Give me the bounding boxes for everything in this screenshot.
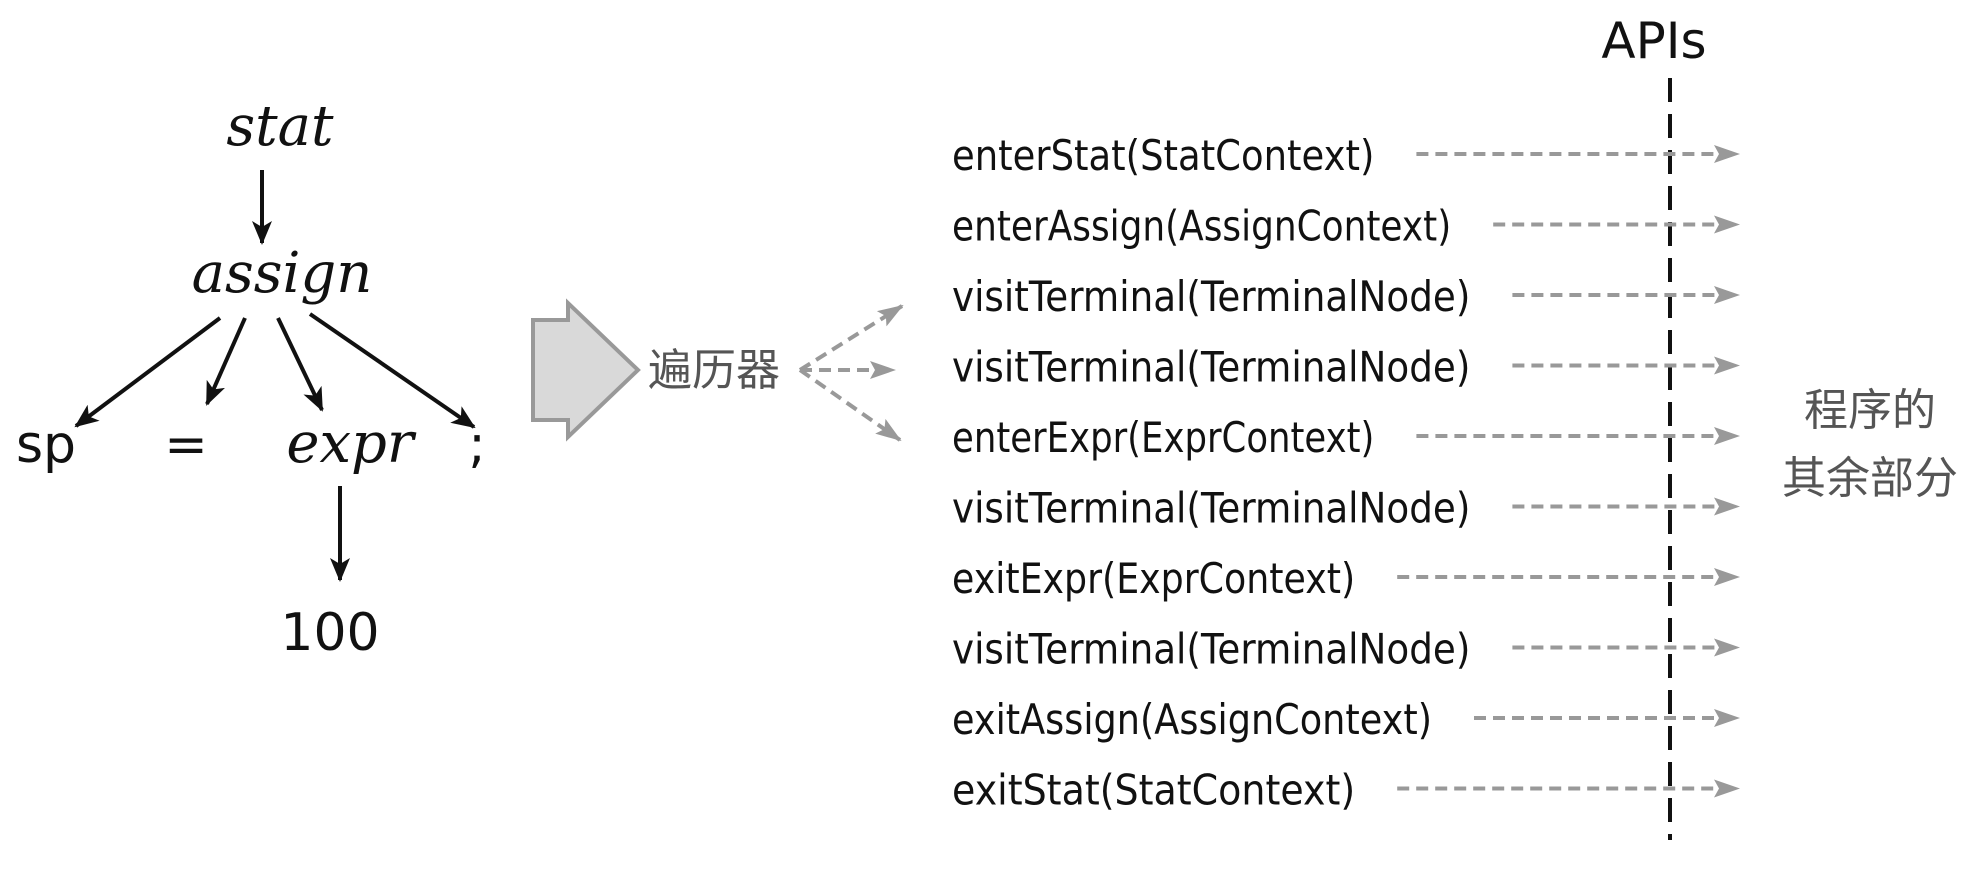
event-label: visitTerminal(TerminalNode) (952, 272, 1470, 321)
rest-of-program-line-1: 程序的 (1804, 385, 1936, 436)
walker-label: 遍历器 (648, 345, 780, 396)
event-label: visitTerminal(TerminalNode) (952, 484, 1470, 533)
walker-fan-arrow-up (798, 304, 904, 372)
walker-fan-arrow-down (798, 368, 902, 442)
tree-leaf-number: 100 (280, 603, 379, 663)
block-arrow (531, 298, 641, 442)
tree-leaf-equals: = (164, 415, 208, 475)
event-label: visitTerminal(TerminalNode) (952, 343, 1470, 392)
tree-node-expr: expr (286, 411, 417, 476)
edge-assign-semicolon (308, 312, 476, 429)
event-label: enterExpr(ExprContext) (952, 413, 1374, 462)
rest-of-program-line-2: 其余部分 (1782, 453, 1958, 504)
edge-assign-expr (276, 317, 324, 412)
edge-assign-sp (74, 316, 222, 428)
event-label: enterAssign(AssignContext) (952, 202, 1451, 251)
event-label: exitAssign(AssignContext) (952, 695, 1432, 744)
tree-leaf-semicolon: ; (468, 415, 486, 475)
tree-node-assign: assign (192, 241, 373, 306)
event-list: enterStat(StatContext) enterAssign(Assign… (952, 131, 1740, 815)
tree-leaf-sp: sp (16, 415, 76, 475)
event-label: enterStat(StatContext) (952, 131, 1374, 180)
tree-node-stat: stat (226, 94, 334, 159)
edge-assign-equals (205, 317, 247, 406)
event-label: visitTerminal(TerminalNode) (952, 625, 1470, 674)
api-label: APIs (1601, 12, 1706, 70)
event-label: exitStat(StatContext) (952, 766, 1355, 815)
event-label: exitExpr(ExprContext) (952, 554, 1355, 603)
